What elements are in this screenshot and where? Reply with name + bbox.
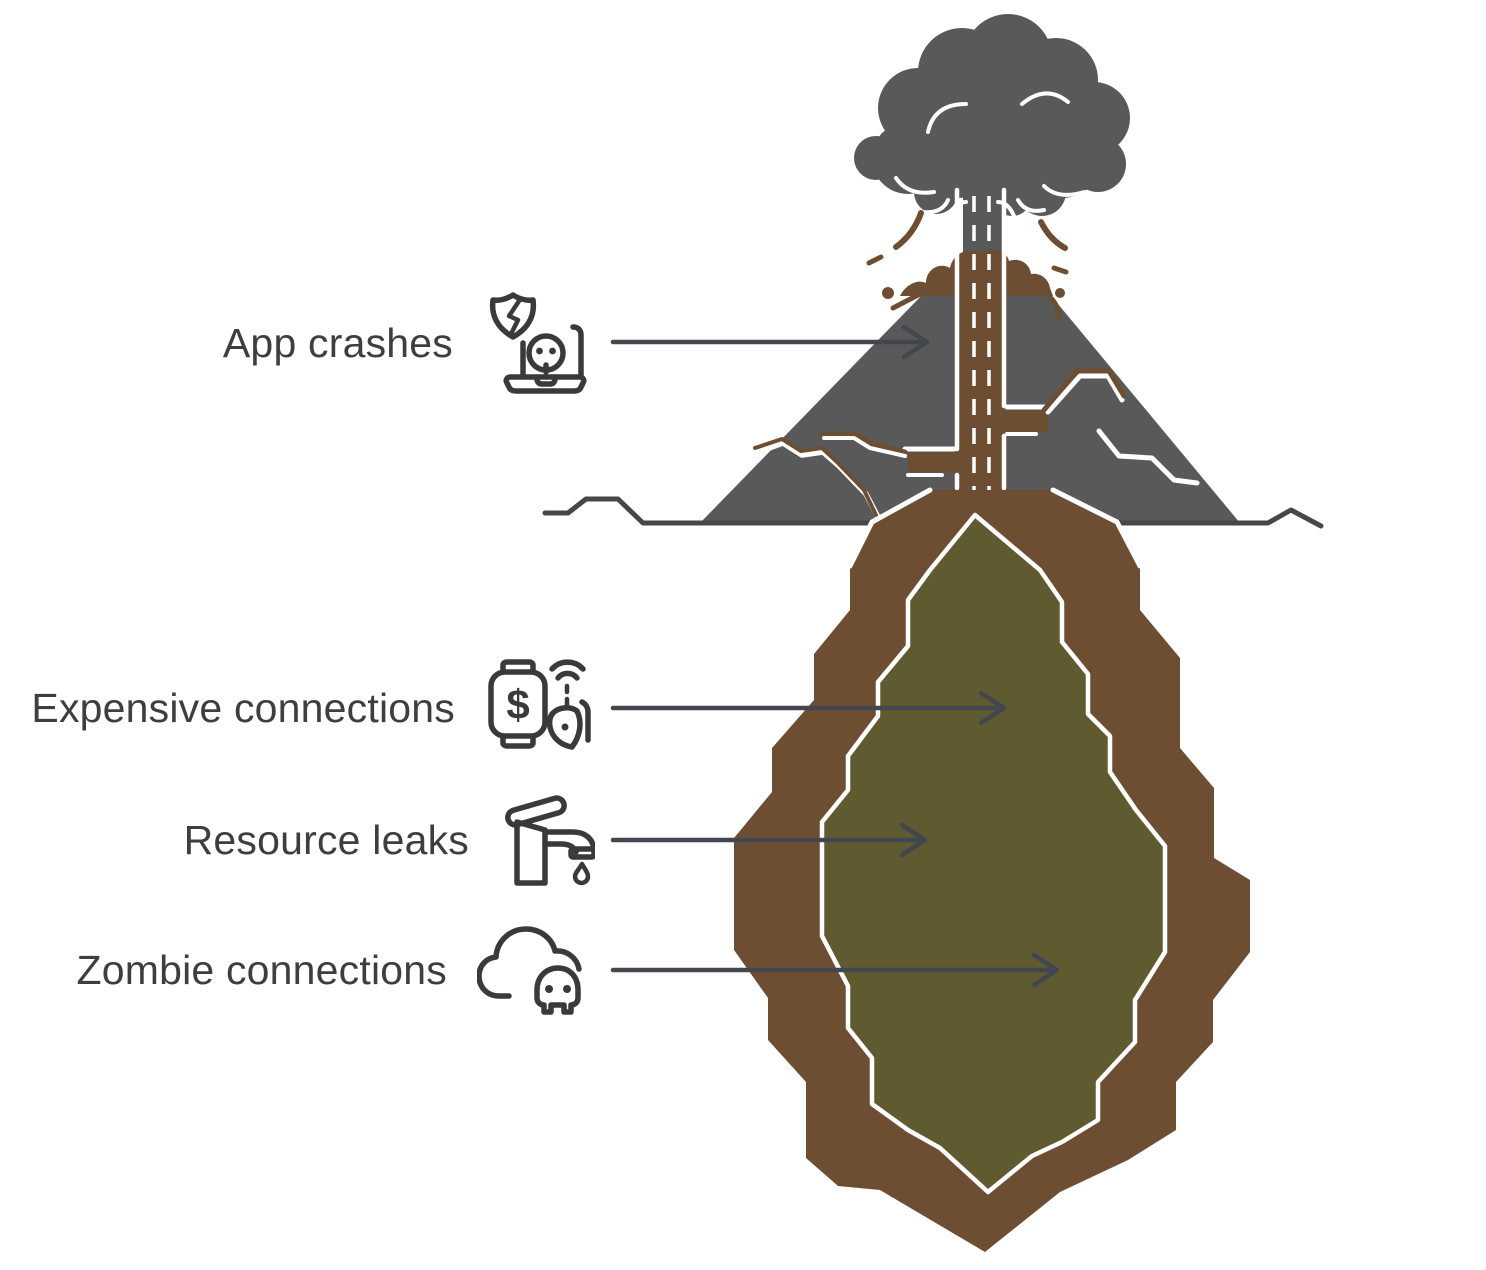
cloud-icon [477,926,582,999]
contactless-waves-icon [555,670,580,681]
magma-chamber-inner [819,512,1168,1195]
right-flank-cracks [1004,368,1200,486]
magma-conduit [908,187,1048,523]
crashed-laptop-skull-shield-icon [489,292,587,394]
label-expensive-connections: Expensive connections [31,684,455,731]
smoke-cloud-icon [854,14,1130,270]
dollar-sign-icon: $ [506,681,529,728]
label-resource-leaks: Resource leaks [183,816,469,863]
payment-tag-icon [546,705,583,750]
arrow-zombie-connections [610,952,1060,988]
ground-line [542,496,1324,529]
faucet-handle-icon [505,795,567,828]
arrow-expensive-connections [610,690,1007,726]
water-drop-icon [572,861,591,886]
cloud-skull-icon [477,926,582,1015]
arrow-app-crashes [610,324,930,360]
smoke-cloud-highlights [894,91,1086,218]
lava-splashes [866,210,1069,275]
label-row-expensive-connections: Expensive connections $ [31,658,595,758]
label-app-crashes: App crashes [222,319,453,366]
label-row-zombie-connections: Zombie connections [76,924,595,1016]
magma-dike-left [908,452,956,472]
label-row-resource-leaks: Resource leaks [184,792,595,888]
dripping-faucet-icon [505,795,595,886]
broken-shield-icon [489,292,537,340]
left-flank-cracks [753,431,957,522]
chamber-neck-outline [847,487,1143,569]
watch-dollar-contactless-icon: $ [488,659,591,750]
label-row-app-crashes: App crashes [223,291,595,395]
label-zombie-connections: Zombie connections [76,946,447,993]
smartwatch-icon [488,669,548,739]
magma-dike-right [1004,410,1048,432]
arrow-resource-leaks [610,822,928,858]
skull-icon [534,965,581,1015]
